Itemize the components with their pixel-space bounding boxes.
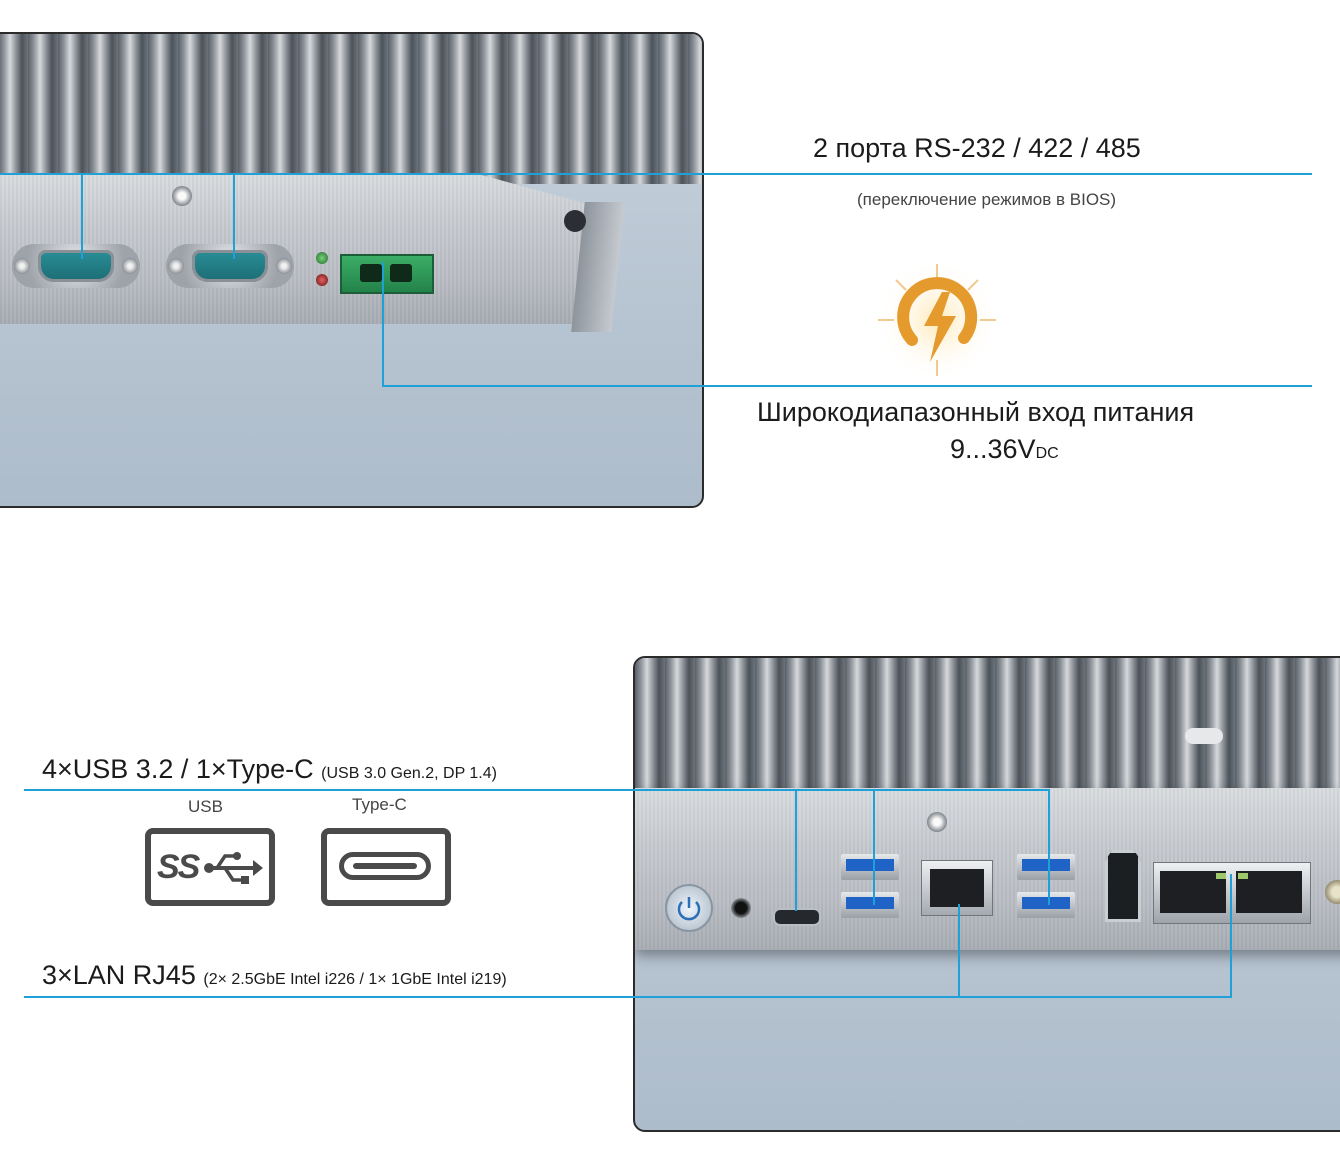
usb-ports-title: 4×USB 3.2 / 1×Type-C (USB 3.0 Gen.2, DP … xyxy=(42,754,497,785)
type-c-icon-label: Type-C xyxy=(352,795,407,814)
serial-ports-title: 2 порта RS-232 / 422 / 485 xyxy=(813,133,1141,163)
usb-icon-label: USB xyxy=(188,797,223,816)
usb-ss-text: SS xyxy=(157,848,200,886)
power-input-title: Широкодиапазонный вход питания xyxy=(757,397,1195,427)
power-voltage-range: 9...36V xyxy=(950,434,1036,464)
usb-superspeed-icon: SS xyxy=(145,828,275,906)
callout-line-power xyxy=(382,385,1312,387)
usb-port-3 xyxy=(1017,854,1075,880)
lan-ports-note: (2× 2.5GbE Intel i226 / 1× 1GbE Intel i2… xyxy=(203,971,507,988)
bottom-device-photo xyxy=(633,656,1340,1132)
lightning-sun-icon xyxy=(875,262,999,378)
callout-line-usb xyxy=(24,789,1050,791)
type-c-port xyxy=(773,908,821,926)
callout-drop-power xyxy=(382,262,384,386)
callout-drop-lan1 xyxy=(958,904,960,998)
type-c-port-icon xyxy=(321,828,451,906)
serial-ports-note: (переключение режимов в BIOS) xyxy=(857,190,1117,209)
usb-ports-note: (USB 3.0 Gen.2, DP 1.4) xyxy=(321,765,497,782)
callout-line-lan xyxy=(24,996,1232,998)
usb-ports-count: 4×USB 3.2 / 1×Type-C xyxy=(42,754,314,784)
audio-jack xyxy=(731,898,751,918)
antenna-connector xyxy=(1325,880,1340,904)
status-led-green xyxy=(316,252,328,264)
callout-drop-com1 xyxy=(81,173,83,259)
callout-drop-lan23 xyxy=(1230,874,1232,998)
usb-port-4 xyxy=(1017,892,1075,918)
callout-drop-usb-right xyxy=(1048,789,1050,905)
lan-ports-count: 3×LAN RJ45 xyxy=(42,960,196,990)
heatsink-fins xyxy=(635,658,1340,798)
callout-drop-typec xyxy=(795,789,797,911)
usb-port-1 xyxy=(841,854,899,880)
status-led-red xyxy=(316,274,328,286)
lan-ports-title: 3×LAN RJ45 (2× 2.5GbE Intel i226 / 1× 1G… xyxy=(42,960,507,991)
power-voltage-unit: DC xyxy=(1035,445,1059,462)
callout-drop-usb-left xyxy=(873,789,875,905)
power-button xyxy=(665,884,713,932)
dual-lan-housing xyxy=(1153,862,1311,924)
usb-port-2 xyxy=(841,892,899,918)
lan-port-1 xyxy=(921,860,993,916)
com1-port xyxy=(12,244,140,288)
callout-drop-com2 xyxy=(233,173,235,259)
power-input-value: 9...36VDC xyxy=(950,434,1059,465)
chassis-front xyxy=(0,174,598,324)
lan-port-2 xyxy=(1160,871,1226,913)
callout-line-serial xyxy=(0,173,1312,175)
power-terminal-block xyxy=(340,254,434,294)
power-icon xyxy=(677,897,701,921)
heatsink-fins xyxy=(0,34,702,184)
com2-port xyxy=(166,244,294,288)
top-device-photo xyxy=(0,32,704,508)
hdmi-port xyxy=(1105,850,1141,922)
